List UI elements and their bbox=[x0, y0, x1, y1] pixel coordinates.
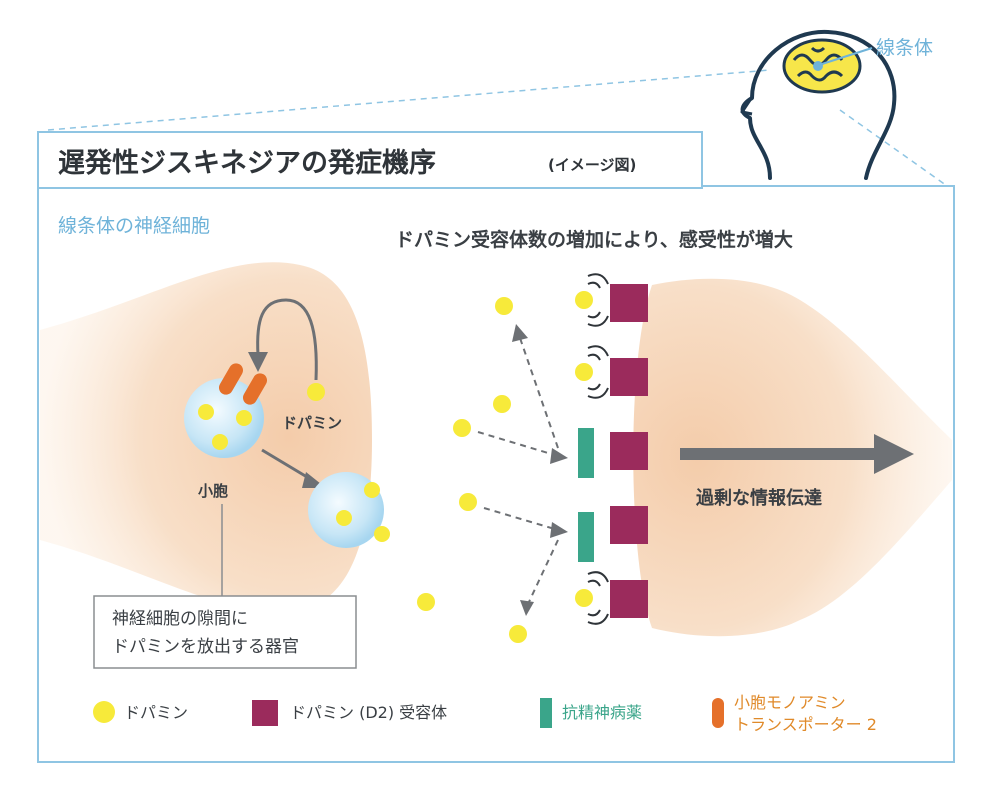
callout-box bbox=[93, 595, 357, 669]
page-title: 遅発性ジスキネジアの発症機序 bbox=[58, 147, 436, 179]
reuptake-arrow bbox=[256, 298, 318, 381]
projection-line-left bbox=[47, 69, 771, 131]
signal-arrow-head bbox=[874, 434, 914, 474]
legend-label-vmat2-line1: 小胞モノアミン bbox=[734, 693, 846, 712]
legend-label-d2-receptor: ドパミン (D2) 受容体 bbox=[290, 703, 447, 722]
d2-receptor bbox=[610, 358, 648, 396]
dashed-arrow-head bbox=[520, 600, 534, 616]
vesicle-move-arrow bbox=[261, 448, 313, 482]
d2-receptor bbox=[610, 580, 648, 618]
legend: ドパミン ドパミン (D2) 受容体 抗精神病薬 小胞モノアミン トランスポータ… bbox=[93, 693, 877, 734]
page-title-sub: (イメージ図) bbox=[548, 156, 636, 174]
dopamine-molecule bbox=[453, 419, 471, 437]
signal-wave-icon bbox=[587, 273, 609, 625]
dopamine-molecule bbox=[336, 510, 352, 526]
dopamine-dot-icon bbox=[93, 701, 115, 723]
excess-signal-label: 過剰な情報伝達 bbox=[696, 487, 822, 509]
bound-dopamine bbox=[575, 363, 593, 381]
dopamine-molecule bbox=[509, 625, 527, 643]
dopamine-molecule bbox=[364, 482, 380, 498]
antipsychotic-drug bbox=[578, 428, 594, 478]
dopamine-molecule bbox=[374, 526, 390, 542]
vmat2-pill-icon bbox=[712, 698, 724, 728]
antipsychotic-bar-icon bbox=[540, 698, 552, 728]
dashed-arrow-head bbox=[512, 324, 528, 342]
brain-icon bbox=[782, 38, 862, 94]
reuptake-arrow-head bbox=[248, 352, 268, 372]
projection-line-right bbox=[839, 109, 951, 189]
dopamine-molecule bbox=[236, 410, 252, 426]
dopamine-label: ドパミン bbox=[282, 414, 342, 432]
section-label: 線条体の神経細胞 bbox=[58, 215, 210, 237]
title-box bbox=[37, 131, 703, 189]
dopamine-molecule bbox=[493, 395, 511, 413]
vesicle-label: 小胞 bbox=[198, 482, 228, 500]
callout-text-line1: 神経細胞の隙間に bbox=[112, 609, 248, 629]
striatum-marker bbox=[813, 61, 823, 71]
legend-label-antipsychotic: 抗精神病薬 bbox=[562, 703, 642, 722]
bound-dopamine bbox=[575, 589, 593, 607]
brain-label-pointer bbox=[821, 47, 873, 65]
legend-label-vmat2-line2: トランスポーター 2 bbox=[734, 715, 877, 734]
callout-text-line2: ドパミンを放出する器官 bbox=[112, 637, 299, 657]
d2-receptor bbox=[610, 284, 648, 322]
antipsychotic-drug bbox=[578, 512, 594, 562]
d2-receptor bbox=[610, 432, 648, 470]
dopamine-molecule bbox=[198, 404, 214, 420]
dopamine-molecule bbox=[417, 593, 435, 611]
dopamine-molecule bbox=[459, 493, 477, 511]
head-icon bbox=[740, 29, 897, 180]
legend-label-dopamine: ドパミン bbox=[124, 703, 188, 722]
blocked-dopamine-arrows bbox=[477, 337, 559, 605]
dashed-arrow-head bbox=[550, 448, 568, 464]
dopamine-molecule bbox=[495, 297, 513, 315]
dopamine-molecule bbox=[307, 383, 325, 401]
headline: ドパミン受容体数の増加により、感受性が増大 bbox=[395, 228, 793, 251]
bound-dopamine bbox=[575, 291, 593, 309]
vmat2-transporter bbox=[243, 373, 267, 405]
d2-receptor bbox=[610, 506, 648, 544]
dashed-arrow-head bbox=[550, 522, 568, 538]
brain-label: 線条体 bbox=[876, 37, 933, 59]
d2-receptor-square-icon bbox=[252, 700, 278, 726]
dopamine-molecule bbox=[212, 434, 228, 450]
vmat2-transporter bbox=[219, 363, 243, 395]
